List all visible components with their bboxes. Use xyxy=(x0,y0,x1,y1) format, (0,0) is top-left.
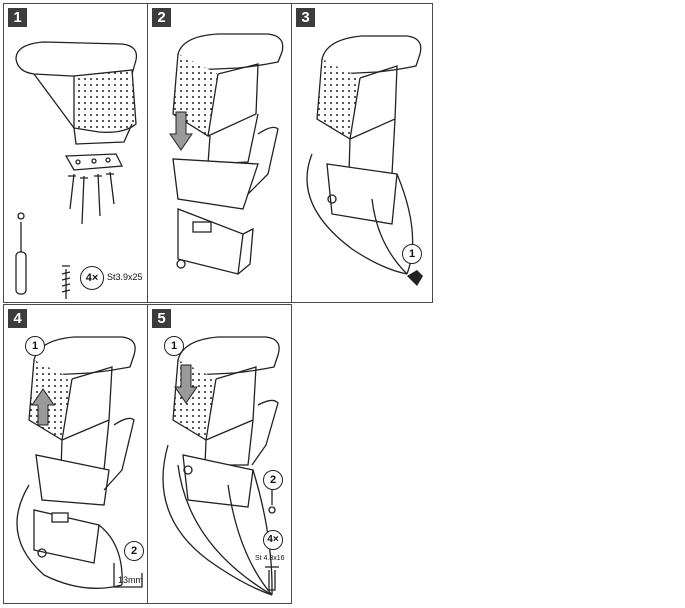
step-2-panel: 2 xyxy=(147,3,292,303)
step-5-screw-spec-label: St 4.8x16 xyxy=(255,555,285,562)
step-5-screw-count-badge: 4× xyxy=(263,530,283,550)
step-5-callout-2: 2 xyxy=(263,470,283,490)
step-3-illustration xyxy=(306,35,423,286)
step-4-illustration xyxy=(16,336,143,589)
drill-spec-label: 13mm xyxy=(118,575,144,585)
step-3-number: 3 xyxy=(296,8,315,27)
step-1-illustration xyxy=(15,41,138,299)
step-2-illustration xyxy=(169,33,284,275)
step-5-callout-1: 1 xyxy=(164,336,184,356)
step-4-callout-1: 1 xyxy=(25,336,45,356)
screw-count-badge: 4× xyxy=(80,266,104,290)
step-3-callout-1: 1 xyxy=(402,244,422,264)
step-2-number: 2 xyxy=(152,8,171,27)
step-3-panel: 3 1 xyxy=(291,3,433,303)
step-5-panel: 5 1 xyxy=(147,304,292,604)
step-4-number: 4 xyxy=(8,309,27,328)
step-5-number: 5 xyxy=(152,309,171,328)
screw-spec-label: St3.9x25 xyxy=(107,272,143,282)
step-4-callout-2: 2 xyxy=(124,541,144,561)
step-4-panel: 4 1 2 13mm xyxy=(3,304,148,604)
step-1-panel: 1 xyxy=(3,3,148,303)
step-5-illustration xyxy=(162,336,280,596)
step-1-number: 1 xyxy=(8,8,27,27)
